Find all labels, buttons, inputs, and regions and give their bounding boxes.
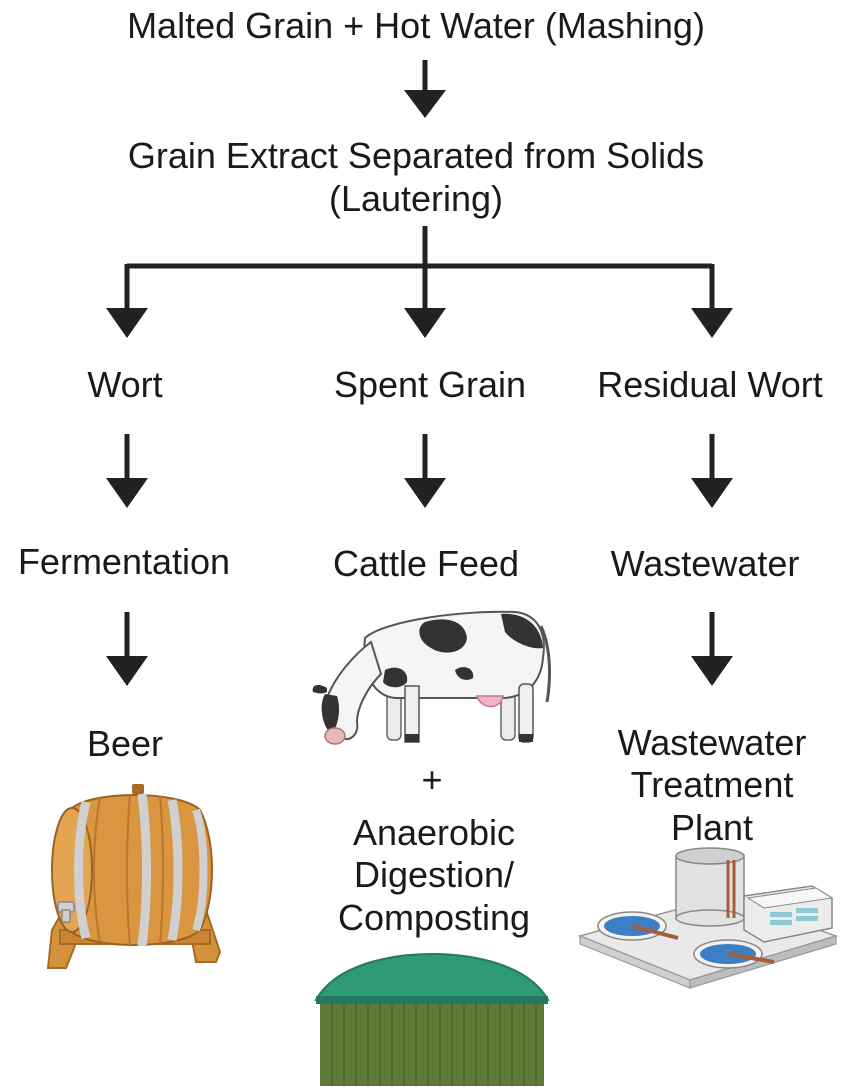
digester-icon bbox=[314, 952, 550, 1086]
node-anaerobic-line-2: Digestion/ bbox=[353, 854, 515, 896]
node-wastewater: Wastewater bbox=[610, 543, 800, 584]
node-mashing: Malted Grain + Hot Water (Mashing) bbox=[127, 5, 705, 46]
cow-icon bbox=[312, 610, 551, 745]
node-treatment-line-3: Plant bbox=[670, 806, 754, 848]
node-wort: Wort bbox=[87, 364, 163, 405]
node-beer: Beer bbox=[86, 723, 164, 764]
node-lautering-line-1: Grain Extract Separated from Solids bbox=[127, 135, 705, 176]
node-cattle-feed: Cattle Feed bbox=[332, 543, 520, 584]
treatment-plant-icon bbox=[577, 847, 839, 989]
node-anaerobic-line-1: Anaerobic bbox=[352, 812, 516, 853]
node-spent-grain: Spent Grain bbox=[333, 364, 527, 405]
barrel-icon bbox=[46, 784, 222, 969]
node-fermentation: Fermentation bbox=[17, 541, 231, 582]
node-treatment-plant: Wastewater Treatment Plant bbox=[582, 722, 842, 849]
node-treatment-line-1: Wastewater bbox=[617, 722, 807, 763]
node-residual-wort: Residual Wort bbox=[597, 364, 823, 405]
node-lautering-line-2: (Lautering) bbox=[328, 178, 504, 220]
plus-sign: + bbox=[421, 759, 443, 800]
node-treatment-line-2: Treatment bbox=[630, 764, 794, 806]
node-anaerobic-digestion: Anaerobic Digestion/ Composting bbox=[304, 812, 564, 939]
node-lautering: Grain Extract Separated from Solids (Lau… bbox=[66, 134, 766, 220]
node-anaerobic-line-3: Composting bbox=[337, 896, 531, 938]
